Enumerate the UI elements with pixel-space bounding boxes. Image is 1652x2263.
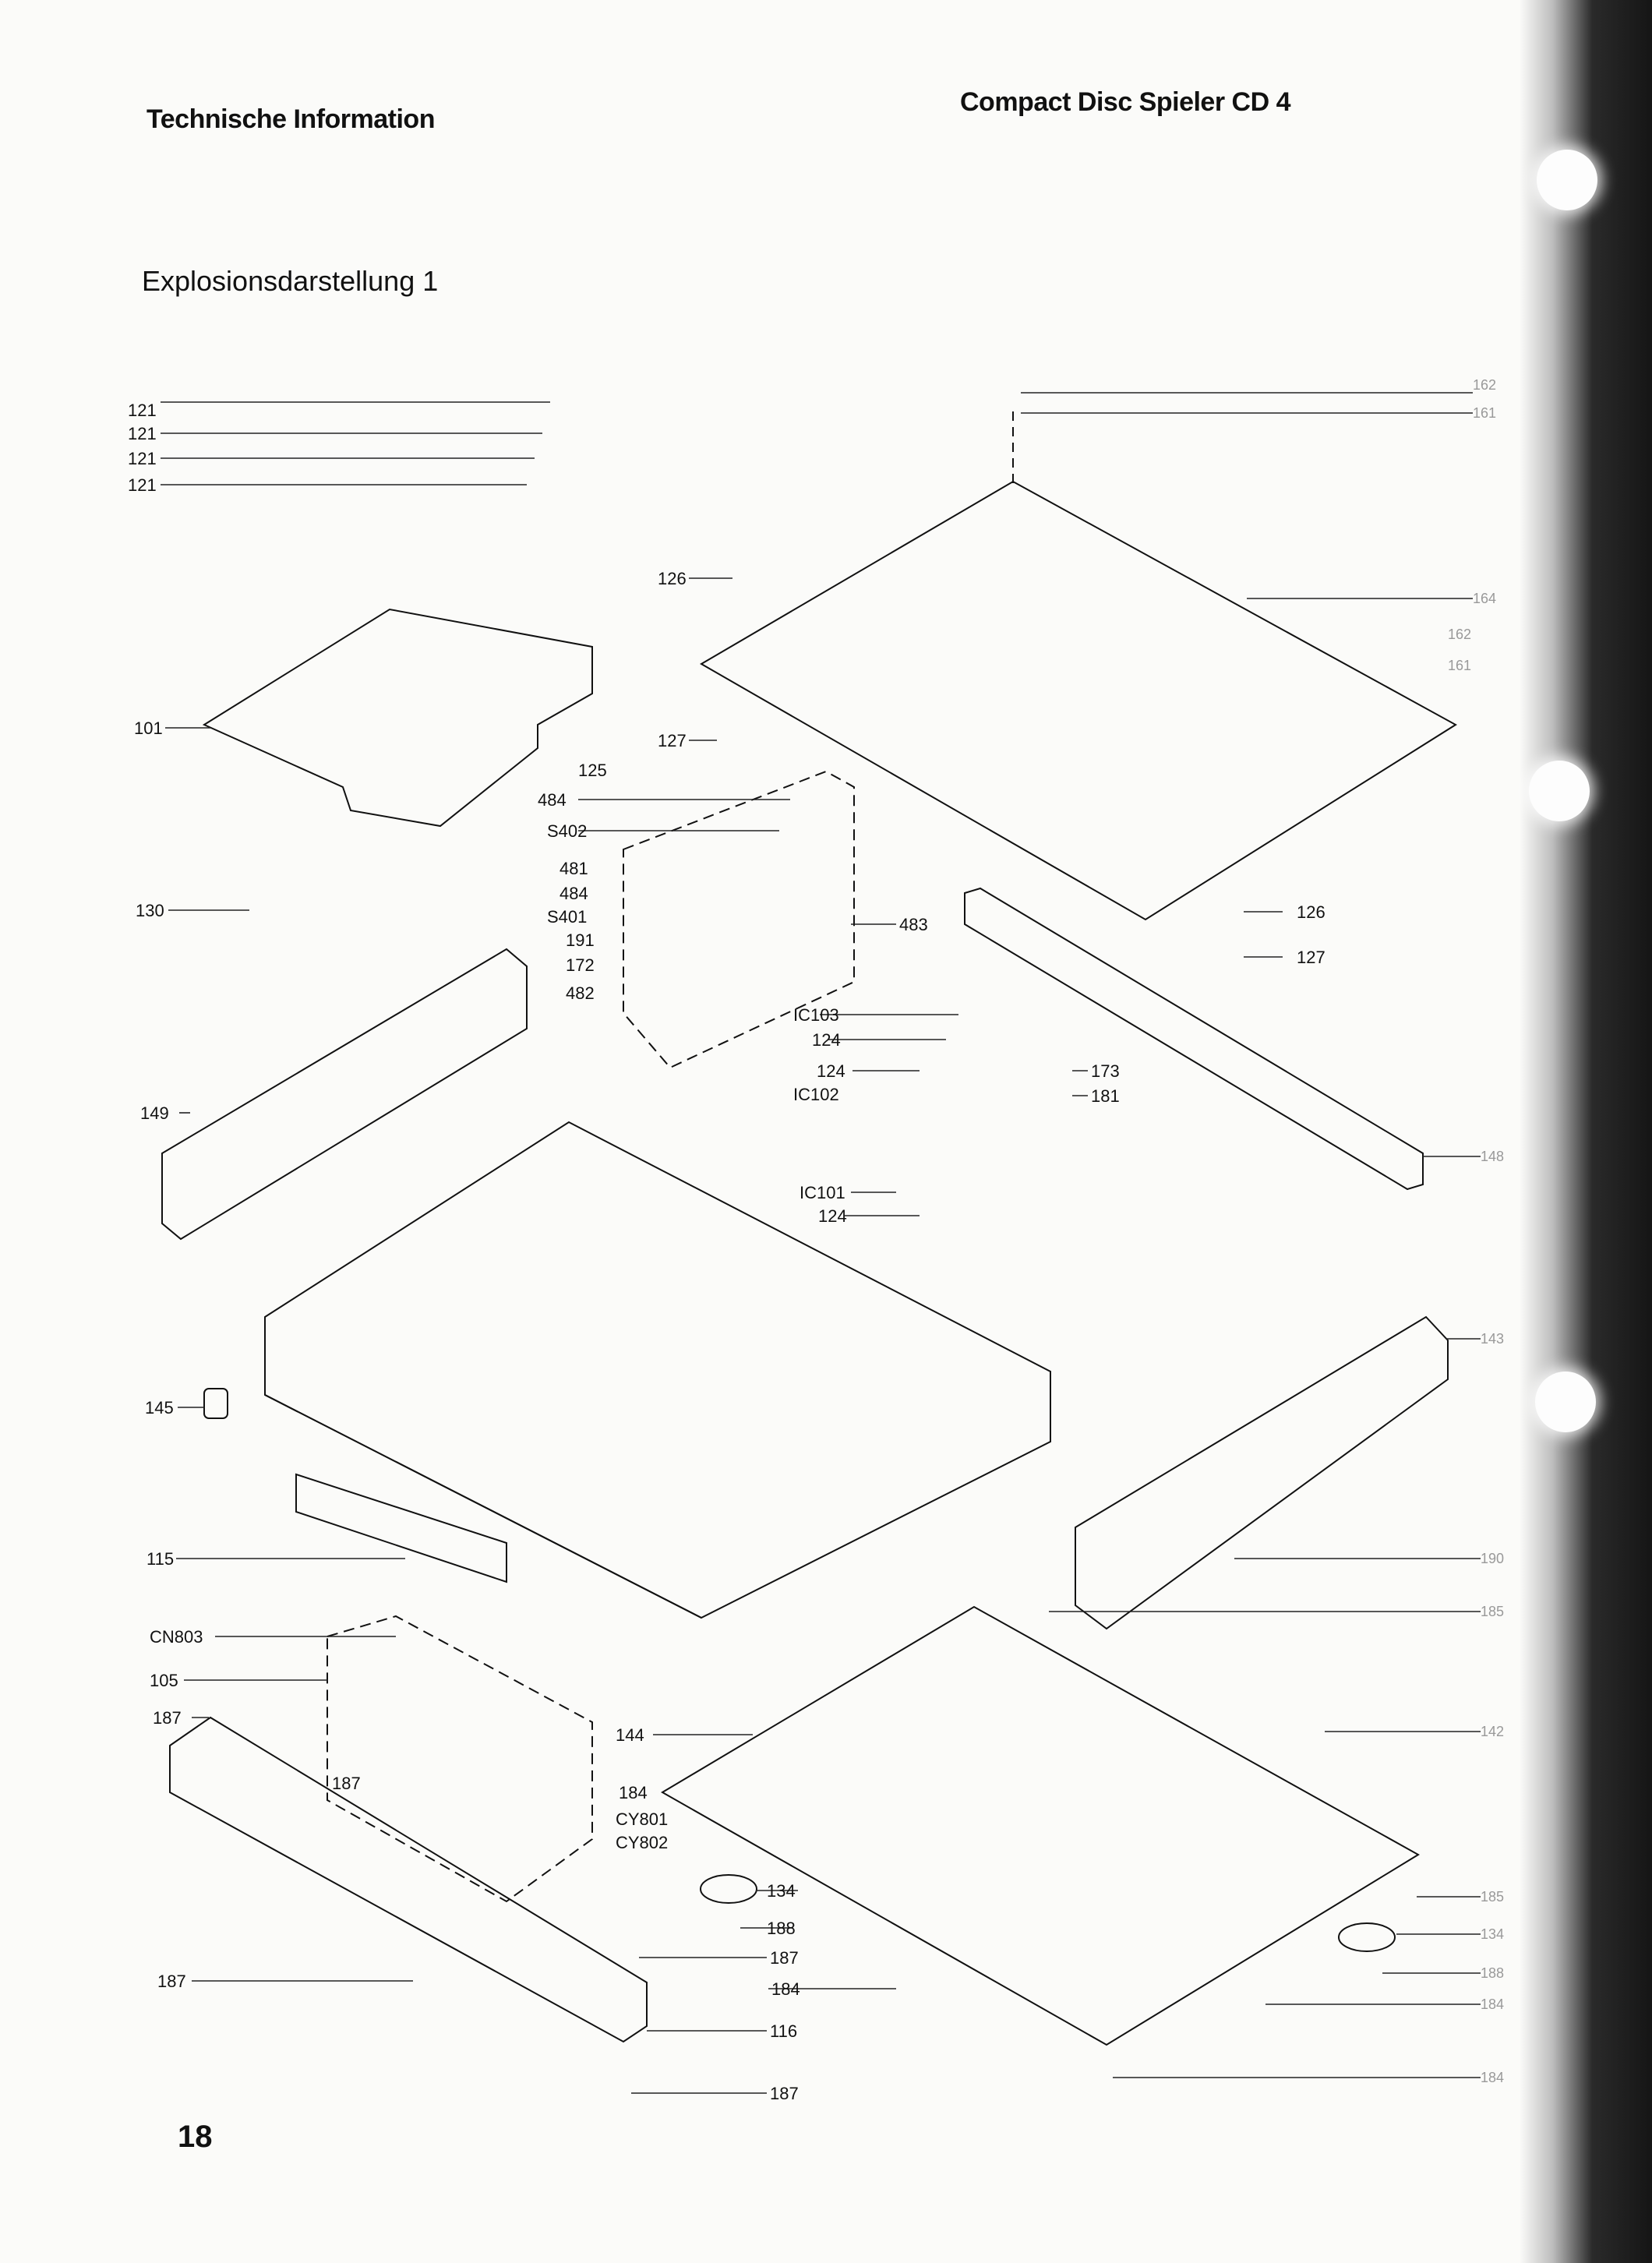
- callout-121: 121: [128, 475, 157, 495]
- callout-484: 484: [559, 884, 588, 903]
- callout-185: 185: [1481, 1604, 1504, 1619]
- callout-116: 116: [770, 2021, 797, 2041]
- display-window-115: [295, 1473, 507, 1583]
- callout-187: 187: [770, 2084, 799, 2103]
- callout-127: 127: [1297, 948, 1325, 967]
- keyboard-board-105: [327, 1615, 593, 1903]
- foot-134-left: [700, 1874, 757, 1904]
- callout-187: 187: [332, 1774, 361, 1793]
- side-panel-143: [1075, 1315, 1449, 1630]
- callout-144: 144: [616, 1725, 644, 1745]
- callout-187: 187: [157, 1972, 186, 1991]
- callout-s402: S402: [547, 821, 587, 841]
- callout-161: 161: [1473, 405, 1496, 421]
- diagram-subtitle: Explosionsdarstellung 1: [142, 265, 439, 297]
- callout-121: 121: [128, 424, 157, 443]
- callout-105: 105: [150, 1671, 178, 1690]
- knob-145: [203, 1388, 228, 1419]
- callout-127: 127: [658, 731, 687, 750]
- callout-101: 101: [134, 718, 163, 738]
- callout-484: 484: [538, 790, 567, 810]
- callout-121: 121: [128, 449, 157, 468]
- callout-173: 173: [1091, 1061, 1120, 1081]
- callout-130: 130: [136, 901, 164, 920]
- binder-hole: [1537, 150, 1597, 210]
- callout-ic102: IC102: [793, 1085, 839, 1104]
- callout-481: 481: [559, 859, 588, 878]
- document-header-left: Technische Information: [146, 104, 435, 134]
- callout-143: 143: [1481, 1331, 1504, 1347]
- callout-124: 124: [818, 1206, 847, 1226]
- callout-126: 126: [1297, 902, 1325, 922]
- side-bracket-149: [161, 948, 528, 1241]
- callout-188: 188: [1481, 1965, 1504, 1981]
- callout-134: 134: [1481, 1926, 1504, 1942]
- callout-184: 184: [771, 1979, 800, 1999]
- callout-187: 187: [153, 1708, 182, 1728]
- callout-126: 126: [658, 569, 687, 588]
- callout-188: 188: [767, 1919, 796, 1938]
- callout-172: 172: [566, 955, 595, 975]
- callout-s401: S401: [547, 907, 587, 927]
- callout-148: 148: [1481, 1149, 1504, 1164]
- callout-191: 191: [566, 930, 595, 950]
- callout-142: 142: [1481, 1724, 1504, 1739]
- callout-ic103: IC103: [793, 1005, 839, 1025]
- chassis-edge: [264, 1394, 702, 1619]
- callout-125: 125: [578, 761, 607, 780]
- bottom-plate-142: [661, 1605, 1420, 2046]
- binder-hole: [1535, 1372, 1596, 1432]
- leader-lines: [161, 392, 1481, 2094]
- page-number: 18: [178, 2120, 213, 2154]
- binder-hole: [1529, 761, 1590, 821]
- callout-149: 149: [140, 1103, 169, 1123]
- binder-margin-shadow: [1520, 0, 1652, 2263]
- callout-185: 185: [1481, 1889, 1504, 1905]
- callout-145: 145: [145, 1398, 174, 1417]
- part-drawings: [161, 405, 1457, 2046]
- callout-184: 184: [619, 1783, 648, 1802]
- foot-134-right: [1338, 1922, 1396, 1952]
- callout-181: 181: [1091, 1086, 1120, 1106]
- callout-162: 162: [1473, 377, 1496, 393]
- callout-482: 482: [566, 983, 595, 1003]
- callout-121: 121: [128, 401, 157, 420]
- callout-124: 124: [812, 1030, 841, 1050]
- callout-124: 124: [817, 1061, 845, 1081]
- callout-161: 161: [1448, 658, 1471, 673]
- rear-rail-148: [964, 887, 1424, 1191]
- top-cover-164: [700, 480, 1457, 921]
- main-board-101: [202, 608, 593, 828]
- callout-483: 483: [899, 915, 928, 934]
- callout-cy802: CY802: [616, 1833, 668, 1852]
- callout-164: 164: [1473, 591, 1496, 606]
- front-panel-116: [169, 1716, 648, 2043]
- callout-labels: 121 121 121 121 126 127 101 125 484 S402…: [128, 377, 1504, 2103]
- document-header-right: Compact Disc Spieler CD 4: [960, 87, 1290, 117]
- callout-cn803: CN803: [150, 1627, 203, 1647]
- callout-115: 115: [146, 1549, 174, 1569]
- callout-184: 184: [1481, 1996, 1504, 2012]
- callout-187: 187: [770, 1948, 799, 1968]
- callout-190: 190: [1481, 1551, 1504, 1566]
- callout-162: 162: [1448, 627, 1471, 642]
- chassis-frame: [264, 1121, 1051, 1619]
- callout-184: 184: [1481, 2070, 1504, 2085]
- callout-134: 134: [767, 1881, 796, 1901]
- callout-ic101: IC101: [800, 1183, 845, 1202]
- callout-cy801: CY801: [616, 1809, 668, 1829]
